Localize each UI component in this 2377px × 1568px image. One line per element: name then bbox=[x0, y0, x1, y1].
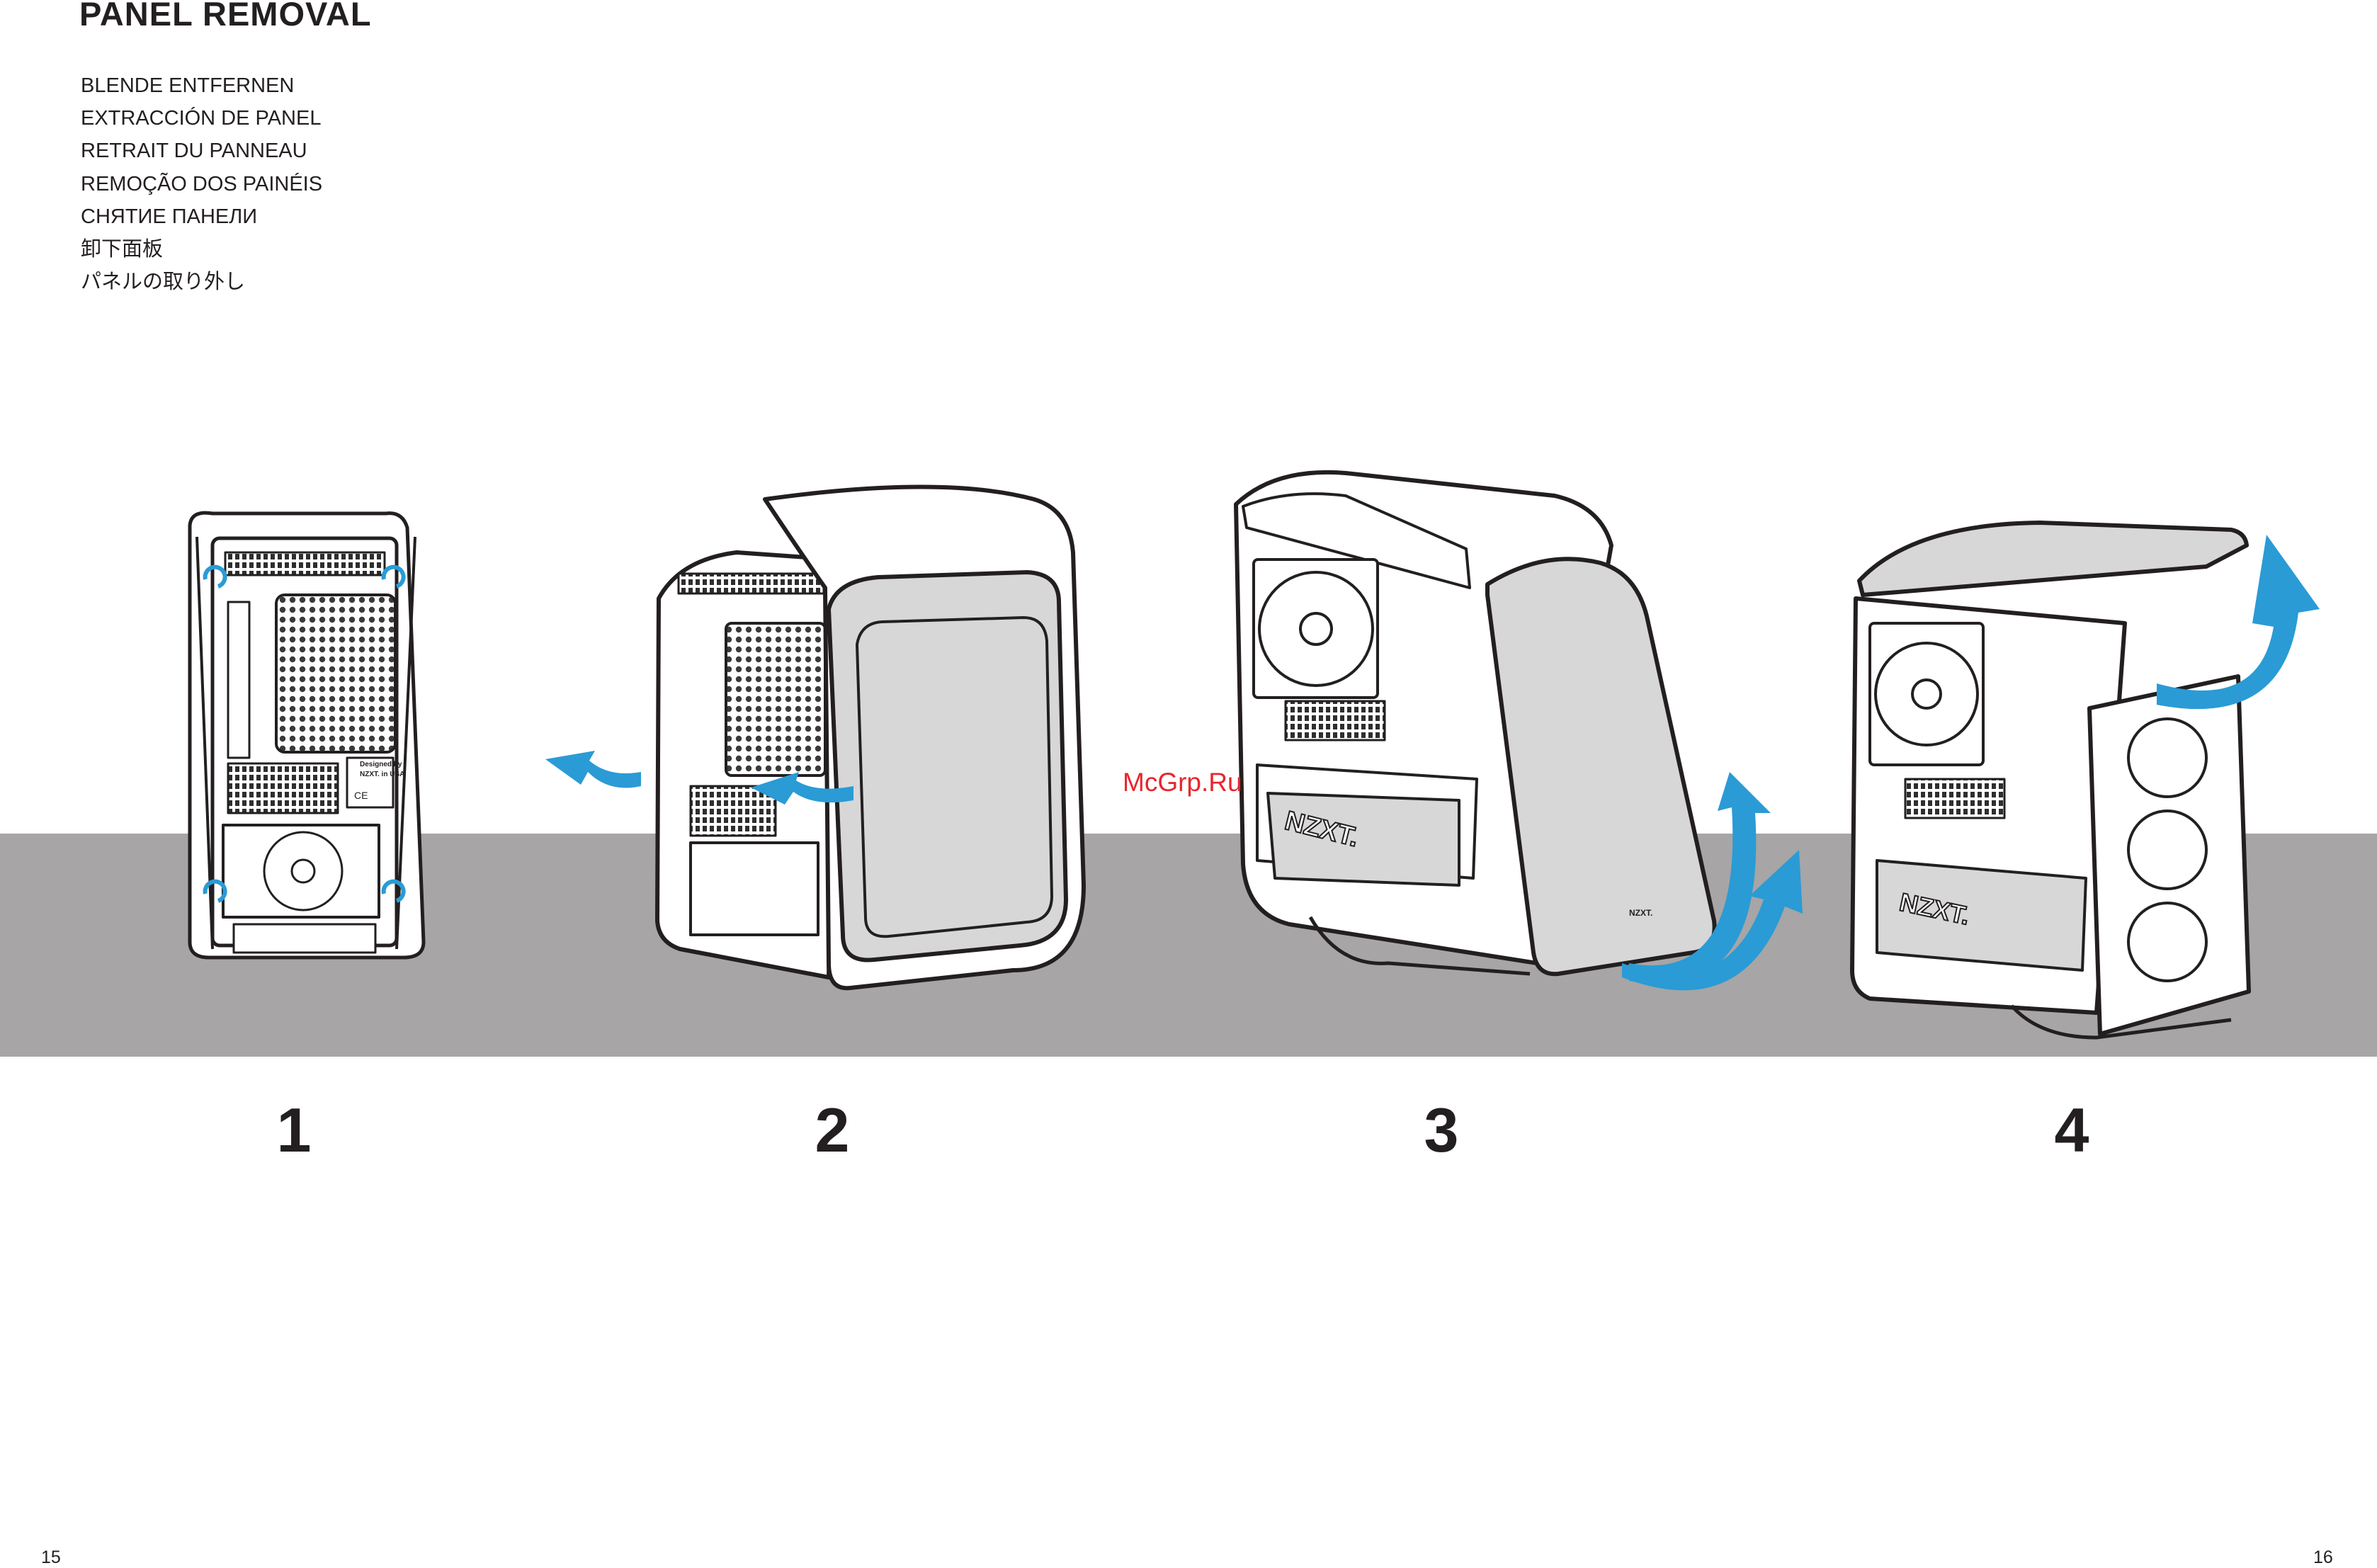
watermark: McGrp.Ru bbox=[1123, 768, 1242, 797]
brand-logo-small: NZXT. bbox=[1629, 908, 1652, 918]
step-number-4: 4 bbox=[2029, 1094, 2114, 1166]
step-2-case bbox=[657, 487, 1084, 989]
step-number-2: 2 bbox=[790, 1094, 875, 1166]
designed-by-label: Designed by bbox=[360, 761, 402, 768]
page-number-right: 16 bbox=[2313, 1547, 2333, 1568]
page-number-left: 15 bbox=[41, 1547, 61, 1568]
step-4-case bbox=[1852, 523, 2249, 1038]
designed-by-label-2: NZXT. in USA bbox=[360, 771, 404, 778]
arrow-left-icon bbox=[545, 751, 641, 788]
step-1-case-rear bbox=[190, 513, 424, 958]
step-3-case bbox=[1236, 472, 1715, 974]
ce-mark: CE bbox=[354, 790, 368, 801]
step-number-3: 3 bbox=[1399, 1094, 1484, 1166]
step-number-1: 1 bbox=[251, 1094, 336, 1166]
